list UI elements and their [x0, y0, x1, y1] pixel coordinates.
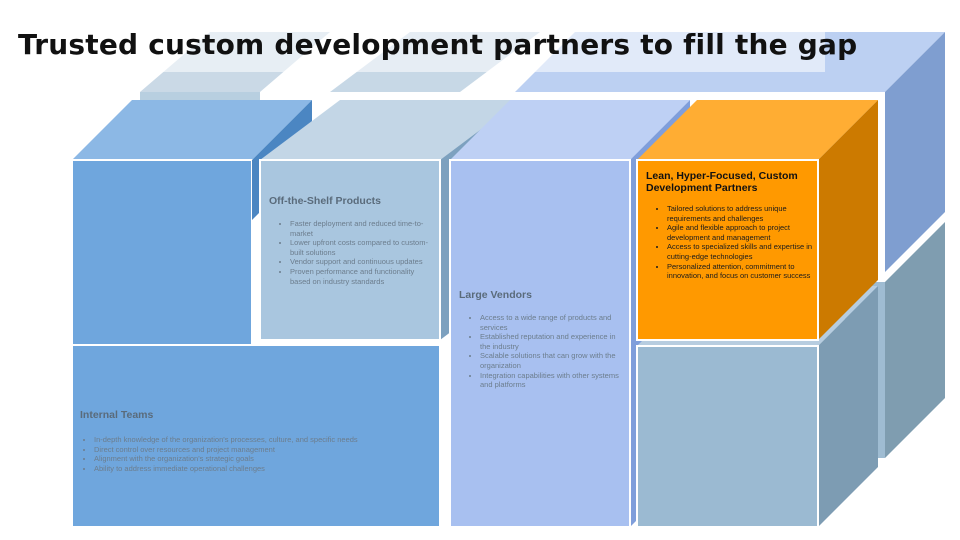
list-item: Vendor support and continuous updates [290, 257, 429, 267]
list-item: Tailored solutions to address unique req… [667, 204, 814, 223]
vendors-cube-front [449, 159, 631, 528]
back-cube-left-front [140, 92, 260, 100]
list-item: Lower upfront costs compared to custom-b… [290, 238, 429, 257]
off-the-shelf-list: Faster deployment and reduced time-to-ma… [269, 219, 429, 286]
title-band [0, 32, 825, 72]
list-item: Personalized attention, commitment to in… [667, 262, 814, 281]
back-cube-lower-right-side [885, 222, 945, 458]
internal-teams-panel: Internal Teams In-depth knowledge of the… [80, 409, 440, 473]
large-vendors-panel: Large Vendors Access to a wide range of … [459, 289, 624, 390]
list-item: Ability to address immediate operational… [94, 464, 440, 474]
lean-cube-front [636, 159, 819, 341]
lower-right-cube-front [636, 345, 819, 528]
internal-teams-heading: Internal Teams [80, 409, 154, 421]
list-item: Scalable solutions that can grow with th… [480, 351, 624, 370]
shelf-cube-front [259, 159, 441, 341]
list-item: Integration capabilities with other syst… [480, 371, 624, 390]
list-item: Access to a wide range of products and s… [480, 313, 624, 332]
lean-cube-top [637, 100, 878, 160]
large-vendors-list: Access to a wide range of products and s… [459, 313, 624, 390]
internal-cube-top [72, 100, 312, 160]
back-cube-right-side [885, 32, 945, 272]
lean-partners-list: Tailored solutions to address unique req… [646, 204, 814, 281]
list-item: Direct control over resources and projec… [94, 445, 440, 455]
page-title: Trusted custom development partners to f… [18, 28, 858, 61]
list-item: Access to specialized skills and experti… [667, 242, 814, 261]
list-item: Faster deployment and reduced time-to-ma… [290, 219, 429, 238]
off-the-shelf-panel: Off-the-Shelf Products Faster deployment… [269, 195, 429, 286]
list-item: Proven performance and functionality bas… [290, 267, 429, 286]
list-item: Alignment with the organization's strate… [94, 454, 440, 464]
lean-partners-heading: Lean, Hyper-Focused, Custom Development … [646, 170, 798, 194]
internal-teams-list: In-depth knowledge of the organization's… [80, 435, 440, 473]
list-item: Established reputation and experience in… [480, 332, 624, 351]
list-item: Agile and flexible approach to project d… [667, 223, 814, 242]
large-vendors-heading: Large Vendors [459, 289, 532, 301]
lean-cube-side [818, 100, 878, 340]
vendors-cube-top [450, 100, 690, 160]
shelf-cube-top [260, 100, 520, 160]
off-the-shelf-heading: Off-the-Shelf Products [269, 195, 381, 207]
lean-partners-panel: Lean, Hyper-Focused, Custom Development … [646, 170, 814, 281]
lower-right-cube-side [818, 286, 878, 527]
list-item: In-depth knowledge of the organization's… [94, 435, 440, 445]
internal-cube-lower-front [71, 344, 441, 528]
